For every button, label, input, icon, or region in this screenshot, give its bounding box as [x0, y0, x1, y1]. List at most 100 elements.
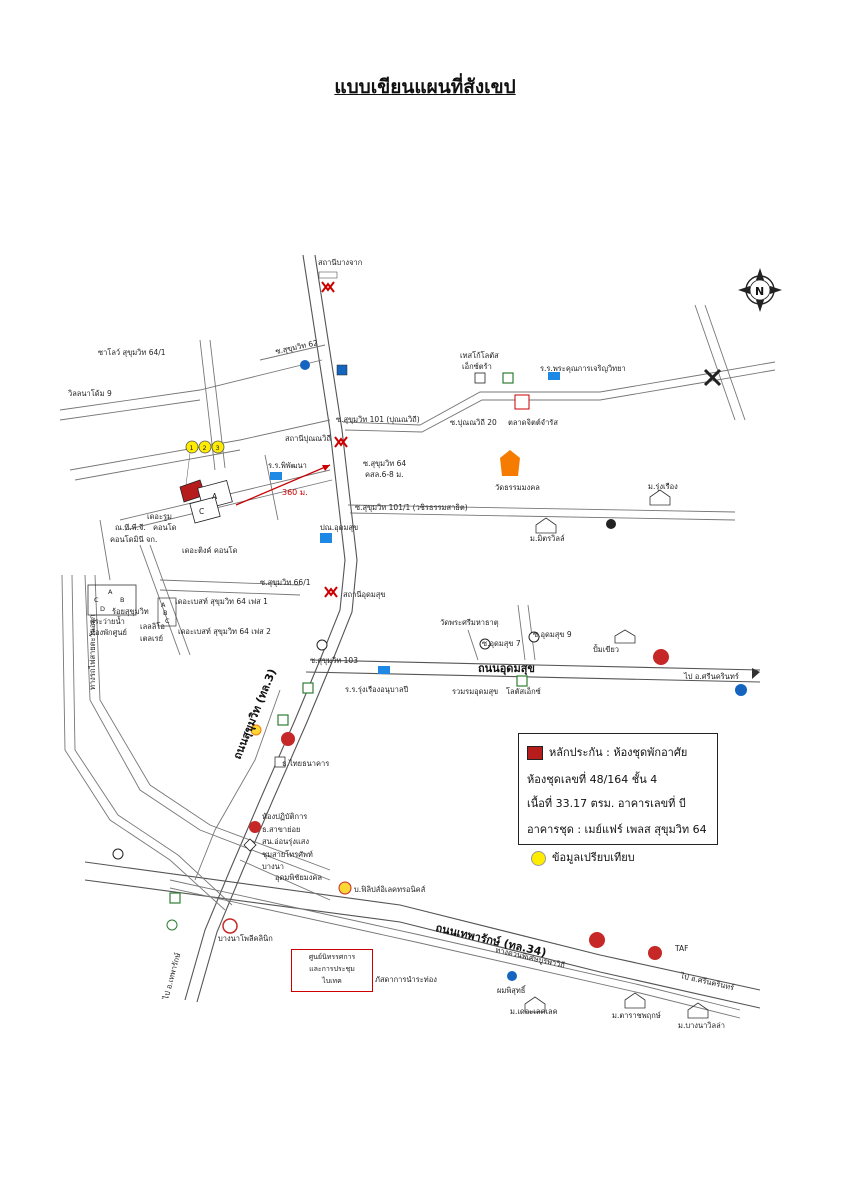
pharmacy-label: อุดมพิชัยมงคล	[275, 873, 322, 882]
village-icon-2	[535, 517, 557, 534]
village-icon-4	[524, 996, 546, 1013]
bitec-line-1: ศูนย์นิทรรศการ	[308, 953, 356, 961]
base-buildings	[157, 597, 177, 627]
soi-64-road-2	[124, 479, 333, 531]
lelis-sub-label: เตลเรย์	[140, 634, 163, 643]
soi-66-1-road	[159, 579, 301, 586]
mu-rung-rueang-label: ม.รุ่งเรือง	[648, 482, 678, 491]
fuel-label: บางนา	[262, 862, 284, 871]
to-thepharak-label: ไป อ.เทพารักษ์	[161, 952, 182, 1002]
village-icon-1	[649, 489, 671, 506]
soi-64-label: ซ.สุขุมวิท 64	[363, 459, 406, 468]
map-title: แบบเขียนแผนที่สังเขป	[334, 76, 516, 98]
soi-udomsuk-7-label: ซ.อุดมสุข 7	[482, 639, 521, 648]
thanachart-icon	[274, 756, 286, 768]
thepharak-road-bottom	[84, 879, 761, 1009]
soi-udomsuk-9	[517, 604, 526, 661]
building-cluster	[87, 584, 137, 616]
expressway-line-1	[169, 879, 741, 1011]
soi-66-1-road-2	[159, 589, 301, 596]
soi-udomsuk-7	[467, 629, 479, 661]
cluster-d-label: D	[100, 605, 105, 613]
railway-line-1	[61, 574, 226, 911]
soi-punnawithi-20-label: ซ.ปุณณวิถี 20	[450, 418, 497, 427]
school-icon-1	[548, 372, 560, 380]
interchange-curve-1	[194, 689, 281, 881]
condo-room-label: เดอะรูม	[147, 512, 172, 521]
tesco-label: เทสโก้โลตัส	[460, 351, 499, 360]
soi-62-label: ซ.สุขุมวิท 62	[275, 338, 319, 356]
cluster-a-label: A	[108, 588, 113, 596]
hospital-phiphat-label: ร.ร.พิพัฒนา	[268, 461, 307, 470]
bts-punnawithi-icon	[334, 436, 348, 448]
cluster-c-label: C	[94, 596, 99, 604]
soi-vertical-4	[99, 519, 111, 581]
seven-eleven-icon-5	[169, 892, 181, 904]
condo-monte-label: คอนโดมินี จก.	[110, 535, 157, 544]
condo-thinking-label: เดอะติงค์ คอนโด	[182, 546, 238, 555]
base-b-label: B	[163, 609, 167, 617]
legend-area: เนื้อที่ 33.17 ตรม. อาคารเลขที่ บี	[527, 797, 686, 810]
punnawithi-station-label: สถานีปุณณวิถี	[285, 434, 331, 443]
interchange-icon	[703, 368, 722, 387]
soi-naka-9-label: วิลลนาโด้ม 9	[67, 389, 112, 398]
legend-comparable-row: ข้อมูลเปรียบเทียบ	[531, 848, 635, 866]
mu-hotel-label: ผมพิสุทธิ์	[497, 985, 527, 995]
seven-eleven-icon-1	[502, 372, 514, 384]
thepharak-road-top	[84, 861, 761, 991]
lelis-label: เลลลิโอ	[140, 622, 165, 631]
comparable-2-label: 2	[203, 444, 207, 452]
soi-left-upper	[59, 359, 323, 411]
soi-udomsuk-9-label: ซ.อุดมสุข 9	[533, 630, 572, 639]
ban-ruay-label: ร้อยสุขุมวิท	[112, 607, 149, 616]
distance-arrow	[235, 464, 331, 506]
comparable-3-marker	[211, 440, 225, 454]
mu-mitrwille-label: ม.มิตรวิลล์	[530, 534, 565, 543]
comparable-leader-1	[185, 452, 191, 486]
bitec-center-box: ศูนย์นิทรรศการ และการประชุม ไบเทค	[291, 949, 373, 992]
seven-eleven-icon-2	[302, 682, 314, 694]
clinic-label: บางนาโพลีคลินิก	[218, 934, 273, 943]
soi-101-1-top	[347, 504, 736, 513]
railway-line-2	[71, 574, 233, 906]
legend-box: หลักประกัน : ห้องชุดพักอาศัย ห้องชุดเลขท…	[518, 733, 718, 845]
soi-101-1-label: ซ.สุขุมวิท 101/1 (วชิรธรรมสาธิต)	[355, 503, 468, 512]
distance-arrow-head-icon	[322, 465, 330, 471]
caltex-icon-1	[281, 732, 295, 746]
compass-icon: N	[738, 268, 782, 312]
hospital-icon	[222, 918, 238, 934]
wat-phraya-label: วัดพระศรีมหาธาตุ	[440, 618, 499, 627]
bank-icon-5	[528, 631, 540, 643]
base-c-label: C	[165, 617, 170, 625]
fuel-icon-4	[507, 971, 517, 981]
to-srinakarin-1-label: ไป อ.ศรีนครินทร์	[683, 672, 739, 681]
building-c-label: C	[199, 507, 204, 516]
mu-de-luxe-label: ม.เดอะเลคเลค	[510, 1007, 558, 1016]
soi-66-1-label: ซ.สุขุมวิท 66/1	[260, 578, 311, 587]
fuel-icon-2	[250, 724, 262, 736]
soi-101-label: ซ.สุขุมวิท 101 (ปุณณวิถี)	[336, 415, 420, 424]
phone-icon	[243, 838, 257, 852]
school-area-label: สระว่ายน้ำ	[90, 616, 125, 626]
post-office-label: ปณ.อุดมสุข	[320, 523, 358, 532]
market-label: ตลาดจิตต์จำรัส	[508, 418, 558, 427]
village-icon-5	[624, 992, 646, 1009]
bang-chak-label: สถานีบางจาก	[318, 258, 362, 267]
post-icon	[249, 821, 261, 833]
phillips-label: บ.ฟิลิปส์อิเลคทรอนิคส์	[354, 885, 426, 894]
legend-condo: อาคารชุด : เมย์แฟร์ เพลส สุขุมวิท 64	[527, 823, 707, 836]
excise-label: ภัสดาการนำระท่อง	[375, 975, 437, 984]
bank-icon-6	[112, 848, 124, 860]
bitec-line-2: และการประชุม	[309, 965, 355, 973]
to-srinakarin-2-label: ไป อ.ศรีนครินทร์	[679, 971, 735, 992]
soi-101-top	[342, 361, 776, 426]
soi-vertical-3	[264, 454, 279, 521]
temple-icon	[500, 450, 520, 476]
soi-vertical-6	[149, 544, 191, 656]
school-icon-2	[270, 472, 282, 480]
bitec-line-3: ไบเทค	[322, 977, 342, 985]
soi-left-mid-2	[74, 449, 241, 481]
building-a-label: A	[212, 492, 218, 501]
